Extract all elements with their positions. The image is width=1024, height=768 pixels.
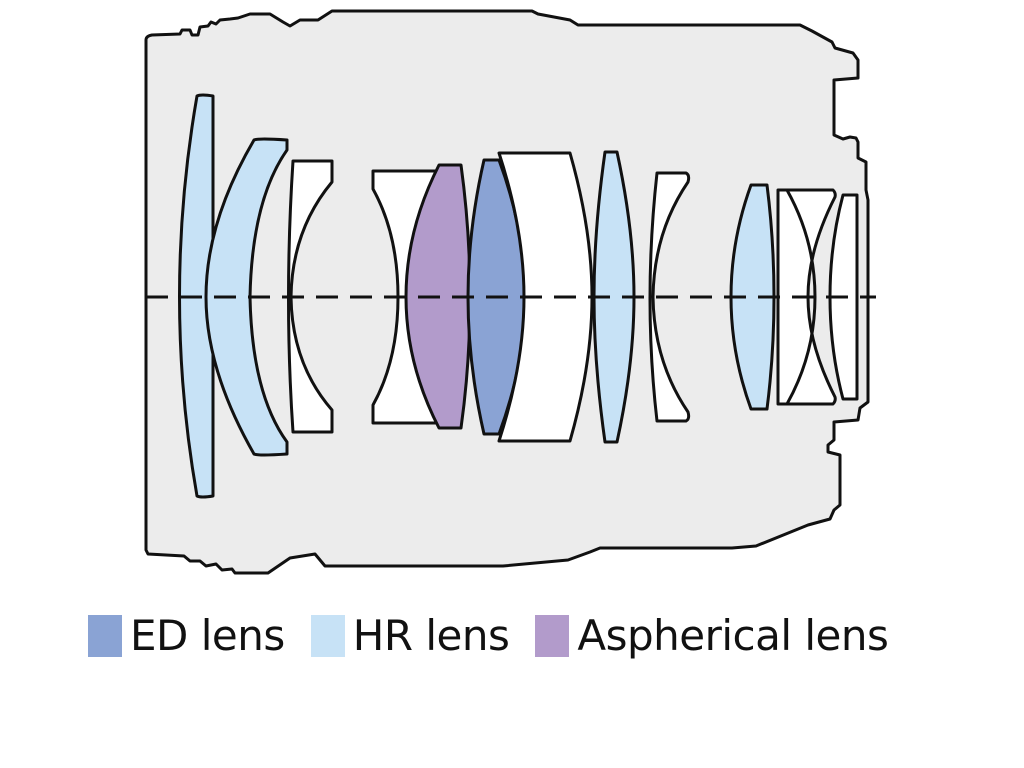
lens-element-8-hr [592, 150, 636, 444]
legend: ED lens HR lens Aspherical lens [88, 608, 914, 664]
legend-swatch-ed [88, 615, 122, 657]
legend-label-ed: ED lens [130, 611, 285, 660]
legend-label-hr: HR lens [352, 611, 510, 660]
legend-item-aspherical: Aspherical lens [535, 611, 889, 660]
legend-swatch-aspherical [535, 615, 570, 657]
lens-element-11-inner-curve [785, 189, 817, 405]
lens-elements [178, 93, 859, 499]
lens-element-10-hr [729, 183, 776, 411]
legend-item-hr: HR lens [310, 611, 510, 660]
legend-label-aspherical: Aspherical lens [577, 611, 889, 660]
lens-element-7-plain [497, 151, 594, 443]
legend-item-ed: ED lens [88, 615, 285, 657]
lens-element-9-plain [648, 171, 691, 423]
lens-element-2-hr [204, 137, 289, 457]
lens-element-3-plain [287, 159, 334, 434]
lens-construction-diagram [144, 9, 876, 575]
legend-swatch-hr [310, 615, 345, 657]
